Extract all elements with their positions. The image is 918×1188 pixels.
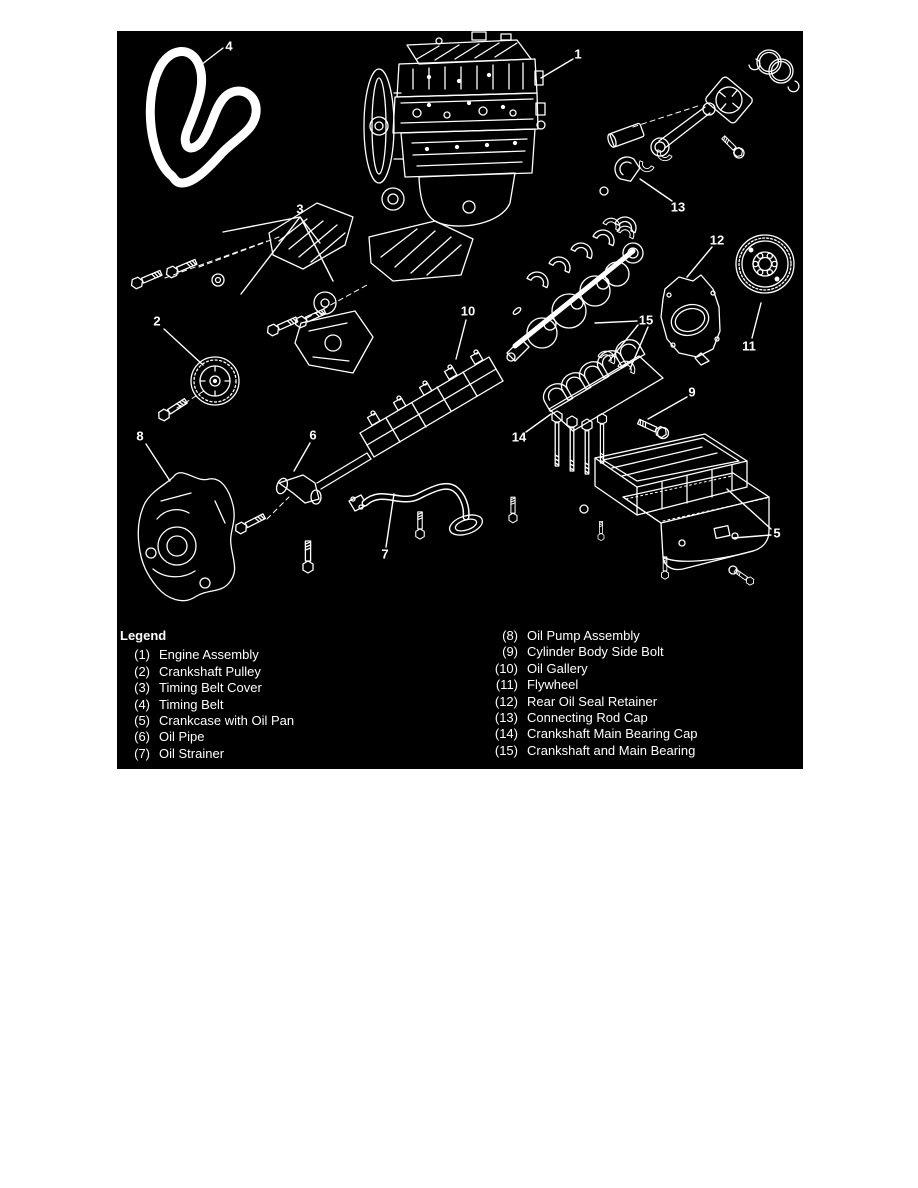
diagram-artwork [128, 31, 800, 602]
legend-item-number: (14) [494, 726, 518, 742]
callout-leader-lines [145, 47, 772, 548]
legend-item-label: Connecting Rod Cap [527, 709, 648, 725]
callout-9: 9 [688, 384, 696, 400]
legend-item-label: Oil Gallery [527, 660, 588, 676]
legend-item-label: Crankcase with Oil Pan [159, 712, 295, 728]
legend-item-number: (12) [494, 693, 518, 709]
callout-7: 7 [381, 546, 389, 562]
legend-left-column: Legend (1) Engine Assembly (2) Crankshaf… [120, 628, 294, 762]
legend-item-label: Rear Oil Seal Retainer [527, 693, 658, 709]
legend-item-number: (6) [134, 729, 150, 745]
legend-item-label: Oil Pipe [159, 729, 205, 745]
legend-title: Legend [120, 628, 167, 643]
legend-item-number: (15) [494, 742, 518, 758]
legend-item-6: (6) Oil Pipe [120, 729, 294, 745]
legend-item-number: (13) [494, 709, 518, 725]
rear-oil-seal-retainer-part [660, 274, 721, 366]
crankcase-oil-pan-part [579, 433, 770, 587]
legend-item-number: (10) [494, 660, 518, 676]
legend-item-9: (9) Cylinder Body Side Bolt [472, 644, 698, 660]
engine-exploded-diagram: 1 2 3 4 5 6 7 8 9 10 11 12 13 14 15 Lege… [117, 31, 803, 769]
callout-1: 1 [574, 46, 582, 62]
legend-item-15: (15) Crankshaft and Main Bearing [472, 743, 698, 759]
legend-item-5: (5) Crankcase with Oil Pan [120, 713, 294, 729]
callout-10: 10 [460, 303, 476, 319]
legend-item-label: Timing Belt Cover [159, 680, 262, 696]
legend-item-number: (5) [134, 712, 150, 728]
main-bearing-cap-part [538, 334, 664, 475]
legend-item-number: (1) [134, 647, 150, 663]
legend-item-2: (2) Crankshaft Pulley [120, 664, 294, 680]
legend-item-label: Timing Belt [159, 696, 224, 712]
oil-strainer-part [348, 482, 518, 540]
legend-item-label: Cylinder Body Side Bolt [527, 644, 664, 660]
callout-2: 2 [153, 313, 161, 329]
timing-belt-cover-part [128, 202, 474, 374]
side-bolt-part [635, 416, 670, 440]
legend-item-number: (7) [134, 745, 150, 761]
legend-item-10: (10) Oil Gallery [472, 661, 698, 677]
legend-item-4: (4) Timing Belt [120, 697, 294, 713]
legend-item-13: (13) Connecting Rod Cap [472, 710, 698, 726]
legend-item-label: Oil Strainer [159, 745, 225, 761]
callout-5: 5 [773, 525, 781, 541]
callout-14: 14 [511, 429, 527, 445]
callout-12: 12 [709, 232, 725, 248]
legend-item-number: (9) [502, 644, 518, 660]
engine-assembly-part [363, 31, 546, 227]
flywheel-part [735, 234, 795, 294]
legend-right-column: (8) Oil Pump Assembly (9) Cylinder Body … [472, 628, 698, 759]
callout-3: 3 [296, 201, 304, 217]
legend-item-label: Crankshaft and Main Bearing [527, 742, 696, 758]
callout-11: 11 [742, 338, 756, 354]
callout-6: 6 [309, 427, 317, 443]
oil-pump-part [137, 472, 236, 602]
timing-belt-part [145, 47, 261, 188]
crankshaft-part [506, 212, 644, 375]
legend-item-3: (3) Timing Belt Cover [120, 680, 294, 696]
legend-item-label: Flywheel [527, 677, 579, 693]
crankshaft-pulley-part [155, 356, 240, 424]
legend-item-7: (7) Oil Strainer [120, 746, 294, 762]
legend-item-label: Engine Assembly [159, 647, 259, 663]
callout-4: 4 [225, 38, 233, 54]
oil-gallery-part [359, 349, 504, 458]
legend-item-8: (8) Oil Pump Assembly [472, 628, 698, 644]
legend-item-number: (4) [134, 696, 150, 712]
legend-item-label: Oil Pump Assembly [527, 628, 640, 643]
oil-pipe-part [232, 452, 372, 574]
legend-item-14: (14) Crankshaft Main Bearing Cap [472, 726, 698, 742]
legend-item-label: Crankshaft Pulley [159, 663, 261, 679]
legend-item-11: (11) Flywheel [472, 677, 698, 693]
legend-item-label: Crankshaft Main Bearing Cap [527, 726, 698, 742]
legend-item-1: (1) Engine Assembly [120, 647, 294, 663]
callout-15: 15 [638, 312, 654, 328]
legend-item-number: (8) [502, 628, 518, 643]
callout-13: 13 [670, 199, 686, 215]
legend-item-12: (12) Rear Oil Seal Retainer [472, 694, 698, 710]
legend-item-number: (2) [134, 663, 150, 679]
piston-connecting-rod-part [599, 49, 800, 240]
legend-item-number: (3) [134, 680, 150, 696]
callout-8: 8 [136, 428, 144, 444]
legend-item-number: (11) [495, 677, 518, 693]
